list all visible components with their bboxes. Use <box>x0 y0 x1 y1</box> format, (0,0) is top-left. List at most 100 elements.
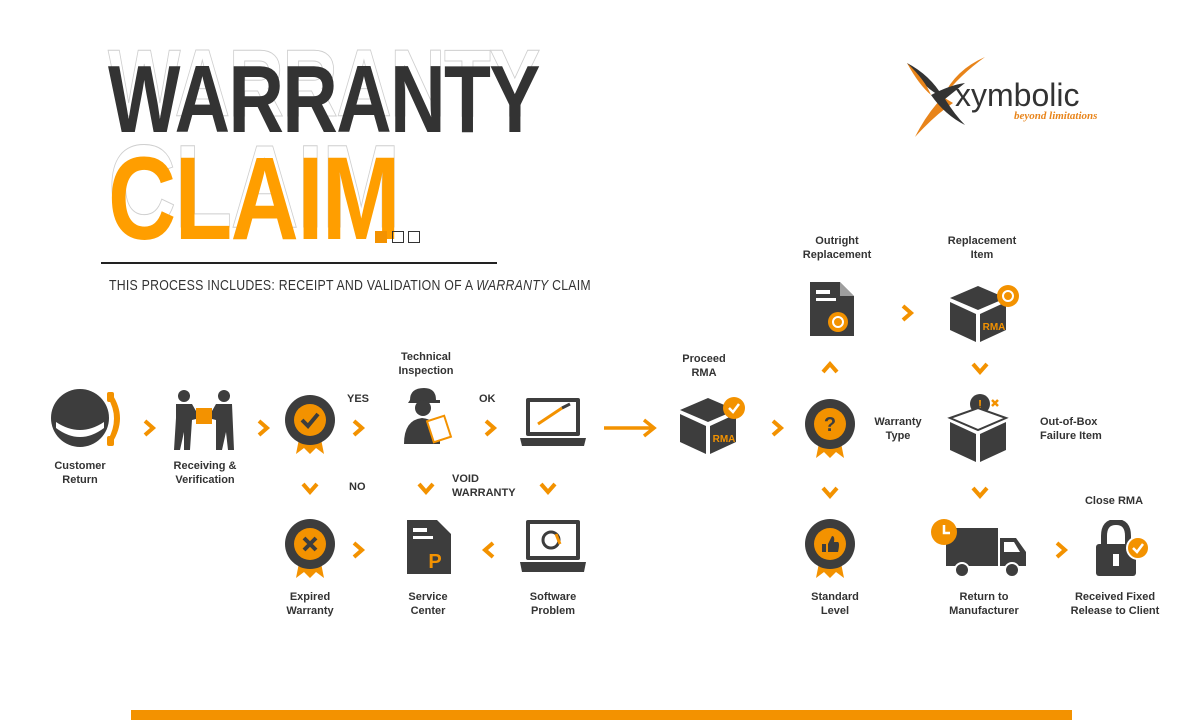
label-line: Center <box>410 605 446 617</box>
decision-yes: YES <box>347 393 370 405</box>
label-line: Replacement <box>947 235 1017 247</box>
svg-text:?: ? <box>824 414 836 436</box>
label-close-rma: Close RMA <box>1084 495 1144 507</box>
out-of-box-failure-icon: ! <box>947 394 1009 462</box>
label-line: Technical <box>401 351 451 363</box>
arrow-down-icon <box>539 482 557 496</box>
rma-box-label: RMA <box>713 434 736 445</box>
long-arrow-right-icon <box>604 418 657 438</box>
label-line: Inspection <box>398 365 454 377</box>
title-ghost-claim: CLAIM <box>108 121 401 253</box>
arrow-right-icon <box>352 419 366 437</box>
label-line: Level <box>820 605 850 617</box>
arrow-right-icon <box>352 541 366 559</box>
expired-warranty-badge-icon <box>285 519 335 578</box>
arrow-right-icon <box>1055 541 1069 559</box>
title-divider <box>101 262 497 264</box>
arrow-right-icon <box>257 419 271 437</box>
label-line: Warranty <box>286 605 334 617</box>
warranty-type-badge-icon: ? <box>805 399 855 458</box>
title-warranty: WARRANTY <box>108 46 540 153</box>
label-line: Proceed <box>682 353 726 365</box>
delivery-truck-icon <box>931 519 1026 578</box>
arrow-right-icon <box>484 419 498 437</box>
subtitle: THIS PROCESS INCLUDES: RECEIPT AND VALID… <box>109 277 591 294</box>
decision-no: NO <box>349 481 366 493</box>
arrow-up-icon <box>821 360 839 374</box>
arrow-down-icon <box>417 482 435 496</box>
title-ghost-warranty: WARRANTY <box>108 30 541 137</box>
arrow-down-icon <box>971 486 989 500</box>
svg-text:!: ! <box>978 397 982 412</box>
label-line: Manufacturer <box>949 605 1019 617</box>
laptop-inspection-icon <box>520 398 586 446</box>
service-glyph: P <box>428 551 441 573</box>
label-line: Service <box>408 591 448 603</box>
title-claim: CLAIM <box>108 133 400 265</box>
label-line: Failure Item <box>1040 430 1102 442</box>
subtitle-em: WARRANTY <box>476 277 549 294</box>
subtitle-prefix: THIS PROCESS INCLUDES: RECEIPT AND VALID… <box>109 277 477 294</box>
label-line: Replacement <box>802 249 872 261</box>
label-line: Received Fixed <box>1074 591 1156 603</box>
label-line: Return to <box>959 591 1009 603</box>
label-line: Software <box>529 591 577 603</box>
logo-wordmark: xymbolic <box>955 77 1080 113</box>
label-line: Warranty <box>874 416 922 428</box>
arrow-right-icon <box>901 304 915 322</box>
label-void-warranty: VOID WARRANTY <box>452 472 516 500</box>
outright-replacement-document-icon <box>810 282 854 336</box>
label-line: Item <box>970 249 994 261</box>
replacement-item-box-icon: RMA <box>950 285 1019 342</box>
logo-tagline: beyond limitations <box>1014 110 1098 122</box>
arrow-left-icon <box>481 541 495 559</box>
label-line: Standard <box>811 591 859 603</box>
technician-icon <box>404 388 453 444</box>
rma-box-icon: RMA <box>680 397 745 454</box>
replacement-box-label: RMA <box>983 322 1006 333</box>
label-line: Receiving & <box>173 460 237 472</box>
lock-check-icon <box>1096 520 1150 576</box>
arrow-right-icon <box>771 419 785 437</box>
footer-bar <box>131 710 1072 720</box>
label-line: Problem <box>530 605 575 617</box>
subtitle-suffix: CLAIM <box>548 277 591 294</box>
logo-x-mark-icon <box>907 57 985 137</box>
arrow-right-icon <box>143 419 157 437</box>
label-line: Verification <box>175 474 235 486</box>
laptop-software-problem-icon <box>520 520 586 572</box>
standard-level-badge-icon <box>805 519 855 578</box>
warranty-valid-badge-icon <box>285 395 335 454</box>
label-line: Customer <box>54 460 106 472</box>
label-receiving: Receiving & Verification <box>174 459 237 487</box>
arrow-down-icon <box>821 486 839 500</box>
label-line: RMA <box>691 367 717 379</box>
arrow-down-icon <box>301 482 319 496</box>
label-line: Type <box>885 430 911 442</box>
service-center-document-icon: P <box>407 520 451 574</box>
pager-dot-active <box>375 231 387 243</box>
pager-dot <box>392 231 404 243</box>
label-line: WARRANTY <box>452 487 516 499</box>
label-line: VOID <box>452 473 479 485</box>
arrow-down-icon <box>971 362 989 376</box>
logo: xymbolic beyond limitations <box>905 55 1135 140</box>
label-line: Return <box>62 474 98 486</box>
label-line: Outright <box>815 235 859 247</box>
label-line: Release to Client <box>1070 605 1160 617</box>
pager-dot <box>408 231 420 243</box>
customer-return-icon <box>51 389 120 447</box>
label-return-to-manufacturer: Return to Manufacturer <box>949 590 1019 618</box>
